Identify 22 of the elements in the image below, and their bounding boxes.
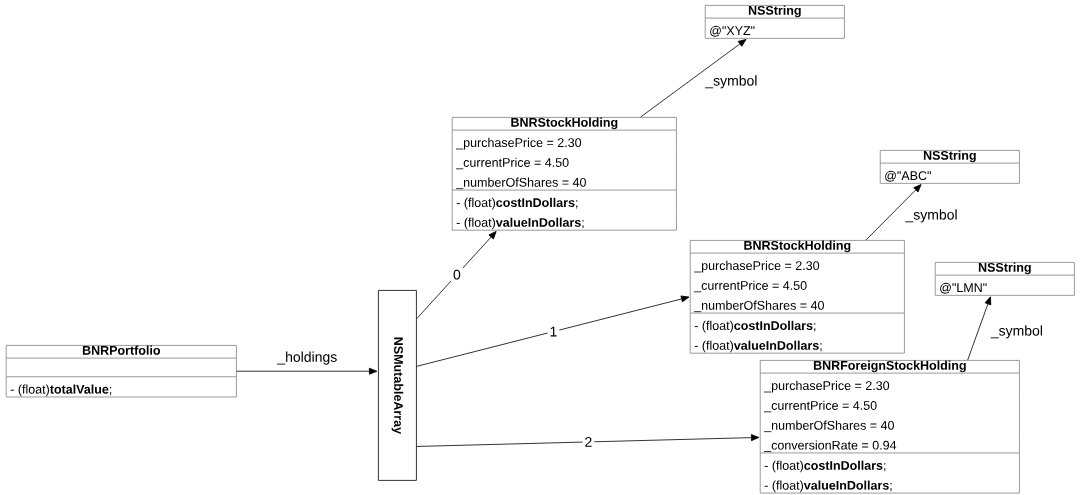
- arrow: [967, 296, 992, 361]
- edge-label: _symbol: [905, 209, 957, 223]
- arrow: [236, 367, 378, 375]
- edge-label: _holdings: [277, 351, 337, 365]
- class-box: NSString @"ABC": [880, 150, 1020, 184]
- edge-label: _symbol: [990, 325, 1042, 339]
- edge-label: 2: [582, 435, 595, 449]
- class-box: NSString @"LMN": [935, 262, 1075, 296]
- array-box: NSMutableArray: [378, 290, 417, 481]
- arrow: [416, 231, 497, 319]
- class-box: BNRStockHolding _purchasePrice = 2.30 _currentPrice = 4.50 _numberOfShares = 40 - (float)costInDollars; - (float)valueInDollars;: [452, 117, 677, 231]
- arrow: [416, 295, 690, 367]
- edge-label: 1: [547, 324, 560, 339]
- class-box: BNRForeignStockHolding _purchasePrice = 2.30 _currentPrice = 4.50 _numberOfShares = 40 _conversionRate = 0.94 - (float)costInDollars; - (float)valueInDollars;: [760, 360, 1020, 494]
- edge-label: 0: [451, 267, 463, 282]
- class-box: BNRStockHolding _purchasePrice = 2.30 _currentPrice = 4.50 _numberOfShares = 40 - (float)costInDollars; - (float)valueInDollars;: [690, 240, 905, 354]
- arrow: [640, 39, 747, 118]
- edge-label: _symbol: [705, 75, 757, 89]
- class-box: BNRPortfolio - (float)totalValue;: [6, 345, 237, 398]
- class-box: NSString @"XYZ": [705, 5, 845, 39]
- arrow: [865, 184, 922, 241]
- arrow: [416, 434, 760, 447]
